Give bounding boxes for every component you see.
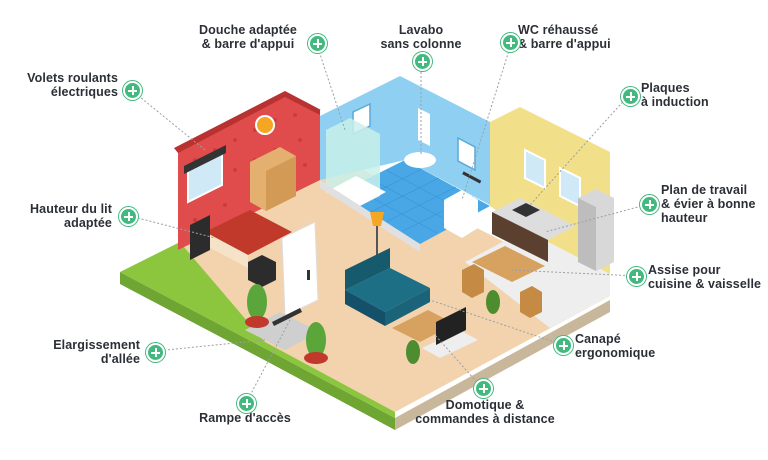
callout-wc: WC réhaussé & barre d'appui	[518, 23, 638, 51]
fridge-side	[578, 198, 596, 271]
callout-text: électriques	[50, 85, 118, 99]
bathroom-window	[457, 136, 476, 172]
mirror	[418, 108, 430, 146]
toilet	[444, 190, 478, 238]
grab-bar	[462, 171, 482, 184]
kitchen-cabinets	[492, 212, 548, 262]
wardrobe-side	[266, 156, 296, 211]
dining-table	[472, 246, 545, 282]
callout-text: & évier à bonne	[661, 197, 756, 211]
wall-clock	[255, 115, 275, 135]
sofa-side	[385, 288, 430, 326]
callout-text: Douche adaptée	[199, 23, 297, 37]
plant	[406, 340, 420, 364]
callout-plaques: Plaques à induction	[641, 81, 751, 109]
plus-icon[interactable]	[237, 394, 256, 413]
callout-plan: Plan de travail & évier à bonne hauteur	[661, 183, 766, 225]
plus-icon[interactable]	[554, 336, 573, 355]
callout-text: Volets roulants	[27, 71, 118, 85]
bathroom-wall-top	[320, 70, 494, 122]
nightstand	[248, 255, 276, 287]
plus-icon[interactable]	[621, 87, 640, 106]
kitchen-window	[524, 148, 546, 190]
bedroom-wall-top	[174, 91, 325, 153]
callout-text: & barre d'appui	[201, 37, 295, 51]
entrance-door	[281, 221, 319, 317]
plus-icon[interactable]	[640, 195, 659, 214]
television	[436, 307, 466, 345]
dining-chair	[520, 286, 542, 318]
bed-base	[205, 232, 248, 268]
callout-domotique: Domotique & commandes à distance	[410, 398, 560, 426]
tv-stand	[422, 330, 478, 358]
callout-text: commandes à distance	[415, 412, 555, 426]
callout-text: Hauteur du lit	[30, 202, 112, 216]
sofa-front	[345, 290, 385, 326]
callout-text: Domotique &	[445, 398, 525, 412]
plus-icon[interactable]	[627, 267, 646, 286]
callout-lavabo: Lavabo sans colonne	[366, 23, 476, 51]
plus-icon[interactable]	[474, 379, 493, 398]
callout-text: Plaques	[641, 81, 690, 95]
callout-text: d'allée	[100, 352, 140, 366]
induction-hob	[512, 203, 540, 217]
callout-text: Rampe d'accès	[199, 411, 291, 425]
coffee-table	[392, 310, 455, 342]
plus-icon[interactable]	[308, 34, 327, 53]
sofa	[345, 268, 430, 312]
callout-text: hauteur	[661, 211, 708, 225]
callout-douche: Douche adaptée & barre d'appui	[183, 23, 313, 51]
sofa-back	[345, 248, 390, 290]
door-handle	[307, 270, 310, 280]
lamp-shade	[370, 212, 384, 226]
callout-text: & barre d'appui	[518, 37, 611, 51]
callout-text: ergonomique	[575, 346, 656, 360]
plant-pot	[245, 316, 269, 328]
ramp-handrail	[272, 308, 302, 326]
plant	[306, 322, 326, 358]
plus-icon[interactable]	[123, 81, 142, 100]
callout-text: Lavabo	[398, 23, 444, 37]
plant	[247, 284, 267, 320]
kitchen-counter	[492, 198, 575, 240]
callout-text: sans colonne	[380, 37, 462, 51]
callout-text: Elargissement	[53, 338, 140, 352]
callout-volets: Volets roulants électriques	[0, 71, 118, 99]
callout-lit: Hauteur du lit adaptée	[0, 202, 112, 230]
callout-text: WC réhaussé	[518, 23, 599, 37]
ground-edge	[395, 300, 610, 430]
partition-wall	[320, 180, 420, 252]
plant-pot	[304, 352, 328, 364]
wash-basin	[404, 152, 436, 168]
dining-chair	[462, 264, 484, 298]
callout-text: Canapé	[575, 332, 621, 346]
roller-shutter	[184, 145, 226, 174]
plus-icon[interactable]	[119, 207, 138, 226]
plus-icon[interactable]	[501, 33, 520, 52]
callout-allee: Elargissement d'allée	[10, 338, 140, 366]
callout-text: Plan de travail	[661, 183, 748, 197]
callout-text: cuisine & vaisselle	[648, 277, 762, 291]
plus-icon[interactable]	[413, 52, 432, 71]
kitchen-wall-top	[490, 101, 614, 152]
callout-canape: Canapé ergonomique	[575, 332, 675, 360]
bed	[205, 210, 292, 255]
callout-assise: Assise pour cuisine & vaisselle	[648, 263, 766, 291]
callout-rampe: Rampe d'accès	[185, 411, 305, 425]
plant	[486, 290, 500, 314]
lawn	[120, 272, 395, 430]
callout-text: adaptée	[64, 216, 112, 230]
leader-lines	[129, 43, 650, 404]
callout-text: à induction	[641, 95, 709, 109]
bed-headboard	[190, 215, 210, 260]
plus-icon[interactable]	[146, 343, 165, 362]
callout-text: Assise pour	[648, 263, 721, 277]
